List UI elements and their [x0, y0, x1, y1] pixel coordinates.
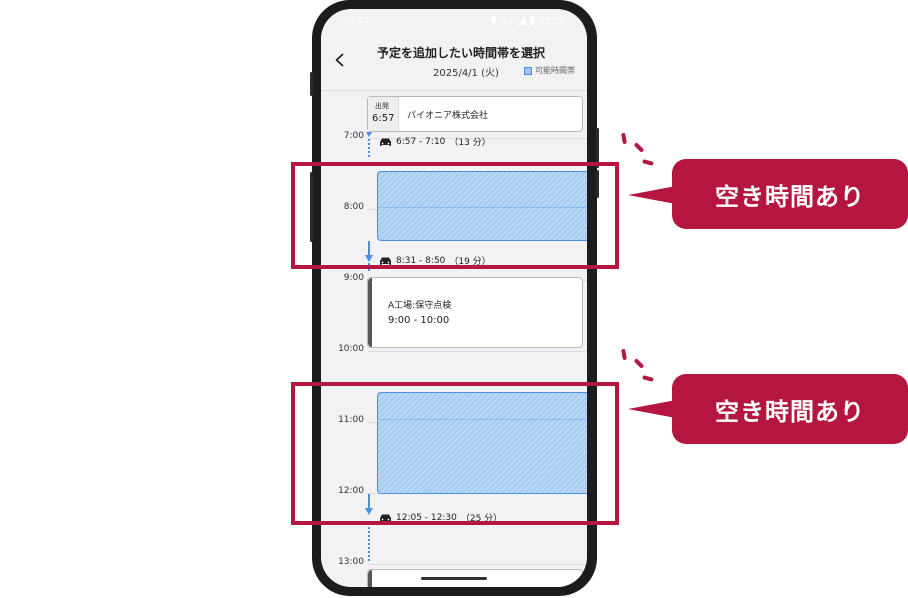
- departure-time: 6:57: [372, 113, 395, 124]
- car-icon: [380, 514, 391, 522]
- departure-card[interactable]: 出発 6:57 パイオニア株式会社: [367, 96, 583, 132]
- spark-mark: [621, 348, 627, 361]
- travel-duration: （13 分）: [449, 138, 491, 148]
- travel-segment: 6:57 - 7:10 （13 分）: [379, 135, 491, 148]
- spark-mark: [642, 375, 654, 382]
- signal-icon: [517, 16, 527, 28]
- home-indicator[interactable]: [421, 577, 487, 580]
- selected-date: 2025/4/1 (火): [433, 68, 499, 79]
- app-header: 予定を追加したい時間帯を選択 2025/4/1 (火) 可能時間帯: [321, 33, 587, 91]
- page-title: 予定を追加したい時間帯を選択: [376, 46, 545, 60]
- travel-connector: [368, 527, 370, 561]
- back-button[interactable]: [333, 53, 347, 67]
- half-hour-line: [378, 419, 587, 420]
- event-time: 9:00 - 10:00: [388, 315, 450, 326]
- highlight-box: [291, 162, 619, 269]
- hour-gridline: [368, 351, 587, 352]
- hour-label: 13:00: [338, 557, 364, 567]
- event-accent: [368, 570, 372, 587]
- free-slot[interactable]: [377, 392, 587, 494]
- hour-label: 9:00: [343, 273, 364, 283]
- callout-tail: [628, 186, 676, 204]
- hour-label: 11:00: [338, 415, 364, 425]
- spark-mark: [633, 358, 645, 369]
- hour-label: 12:00: [338, 486, 364, 496]
- event-accent: [368, 278, 372, 347]
- side-button: [596, 170, 599, 198]
- free-time-callout: 空き時間あり: [672, 374, 908, 444]
- arrow-down-icon: [365, 255, 373, 262]
- network-label: 4G: [500, 17, 514, 27]
- callout-tail: [628, 400, 676, 418]
- hour-gridline: [368, 564, 587, 565]
- hour-label: 8:00: [343, 202, 364, 212]
- side-button: [310, 72, 313, 96]
- travel-connector: [368, 494, 370, 510]
- car-icon: [380, 257, 391, 265]
- spark-mark: [621, 132, 627, 145]
- phone-frame: 10:07 4G 100% 予定を追加したい時: [310, 0, 599, 596]
- departure-label: 出発: [375, 102, 389, 110]
- status-time: 10:07: [343, 16, 369, 26]
- arrow-down-icon: [366, 132, 372, 137]
- free-time-callout: 空き時間あり: [672, 159, 908, 229]
- side-button: [310, 172, 313, 242]
- callout-label: 空き時間あり: [715, 397, 865, 426]
- legend: 可能時間帯: [524, 65, 575, 76]
- chevron-left-icon: [335, 53, 344, 67]
- travel-duration: （25 分）: [460, 514, 503, 524]
- half-hour-line: [378, 207, 587, 208]
- free-slot[interactable]: [377, 171, 587, 241]
- travel-segment: 12:05 - 12:30 （25 分）: [379, 511, 502, 524]
- travel-connector: [368, 139, 370, 157]
- callout-label: 空き時間あり: [715, 182, 865, 211]
- spark-mark: [642, 159, 654, 166]
- legend-swatch: [524, 66, 532, 75]
- event-card[interactable]: A工場:保守点検 9:00 - 10:00: [367, 277, 583, 348]
- travel-time: 12:05 - 12:30: [396, 512, 457, 523]
- hour-label: 10:00: [338, 344, 364, 354]
- travel-segment: 8:31 - 8:50 （19 分）: [379, 254, 491, 267]
- travel-time: 6:57 - 7:10: [396, 136, 446, 147]
- spark-mark: [633, 142, 645, 153]
- departure-place: パイオニア株式会社: [407, 111, 489, 121]
- travel-time: 8:31 - 8:50: [396, 255, 446, 266]
- battery-label: 100%: [539, 17, 565, 27]
- status-bar: 10:07 4G 100%: [321, 9, 587, 33]
- status-icons: 4G 100%: [490, 16, 565, 28]
- day-timeline[interactable]: 7:00 8:00 9:00 10:00 11:00 12:00 13:00 出…: [321, 91, 587, 587]
- legend-label: 可能時間帯: [535, 66, 575, 75]
- hour-gridline: [368, 138, 587, 139]
- event-title: A工場:保守点検: [388, 301, 452, 311]
- location-icon: [490, 16, 497, 28]
- travel-duration: （19 分）: [449, 257, 491, 267]
- departure-time-box: 出発 6:57: [368, 97, 399, 131]
- phone-screen: 10:07 4G 100% 予定を追加したい時: [321, 9, 587, 587]
- arrow-down-icon: [365, 508, 373, 515]
- highlight-box: [291, 382, 619, 525]
- hour-label: 7:00: [343, 131, 364, 141]
- battery-icon: [530, 16, 536, 28]
- car-icon: [380, 138, 391, 146]
- travel-connector: [368, 241, 370, 257]
- side-button: [596, 128, 599, 168]
